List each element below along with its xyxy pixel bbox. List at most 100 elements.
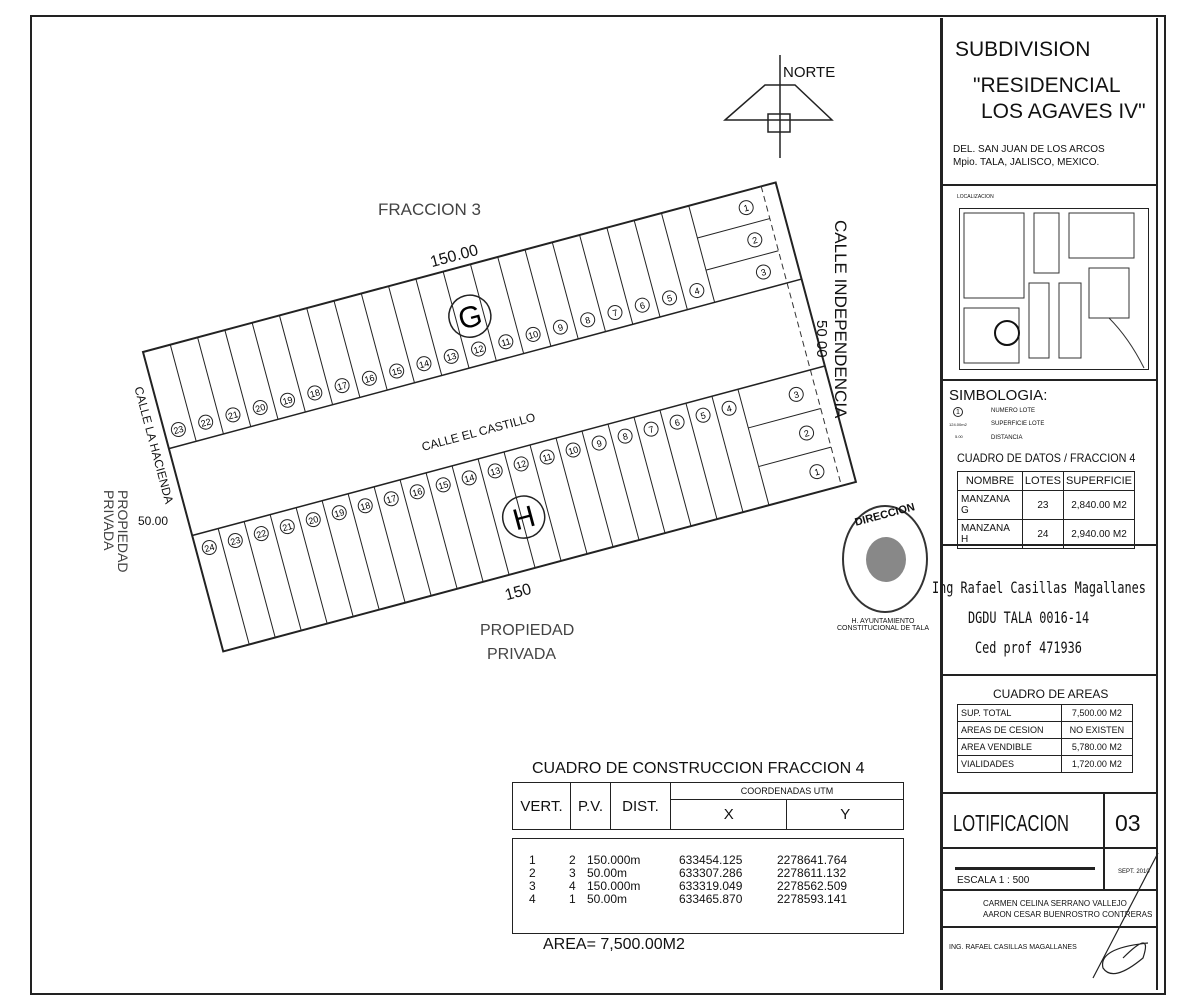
- construction-cell: 4: [569, 879, 576, 893]
- block-g-lot-number: 8: [584, 315, 591, 326]
- setback-line: [760, 186, 842, 486]
- designer-name: ING. RAFAEL CASILLAS MAGALLANES: [949, 944, 1077, 951]
- block-h-lot-number: 14: [463, 472, 475, 484]
- title-block: SUBDIVISION "RESIDENCIAL LOS AGAVES IV" …: [940, 18, 1159, 990]
- lot-line: [685, 403, 718, 520]
- lot-line: [555, 437, 588, 555]
- block-g-lot-circle-icon: [552, 319, 568, 335]
- table-cell: AREA VENDIBLE: [957, 738, 1062, 756]
- block-g-lot-circle-icon: [280, 392, 296, 408]
- block-h-lot-circle-icon: [591, 435, 607, 451]
- end-lot-number: 3: [760, 267, 767, 278]
- table-cell: 2,840.00 M2: [1062, 490, 1136, 520]
- block-h-circle-icon: [501, 495, 546, 539]
- block-g-lot-number: 22: [200, 417, 212, 429]
- block-g-lot-number: 10: [527, 329, 539, 341]
- block-g-lot-circle-icon: [198, 414, 214, 430]
- end-lot-circle-icon: [747, 232, 763, 248]
- table-cell: MANZANA H: [957, 519, 1023, 549]
- table-cell: 7,500.00 M2: [1060, 704, 1134, 722]
- construction-cell: 633465.870: [679, 892, 743, 906]
- block-g-lot-circle-icon: [170, 421, 186, 437]
- table-cell: SUP. TOTAL: [957, 704, 1062, 722]
- end-lot-number: 2: [803, 428, 810, 439]
- lot-line: [306, 308, 334, 405]
- block-h-lot-circle-icon: [357, 498, 373, 514]
- block-g-lot-circle-icon: [580, 312, 596, 328]
- lot-line: [697, 218, 770, 239]
- construction-cell: 1: [529, 853, 536, 867]
- lot-line: [415, 278, 443, 376]
- drawing-frame: [30, 15, 1166, 995]
- block-h-lot-number: 5: [699, 410, 706, 421]
- construction-cell: 150.000m: [587, 879, 641, 893]
- lot-line: [711, 396, 744, 513]
- lot-line: [469, 264, 497, 361]
- block-g-lot-circle-icon: [471, 341, 487, 357]
- lot-number-symbol-icon: 1: [953, 407, 963, 417]
- block-g-lot-circle-icon: [361, 370, 377, 386]
- lot-line: [388, 286, 415, 383]
- table-cell: MANZANA G: [957, 490, 1023, 520]
- lot-line: [529, 444, 562, 562]
- signature-line-1: Ing Rafael Casillas Magallanes: [932, 578, 1146, 597]
- end-lot-circle-icon: [755, 264, 771, 280]
- scale-bar-icon: [955, 867, 1095, 871]
- lot-line: [224, 329, 252, 427]
- block-h-lot-circle-icon: [279, 519, 295, 535]
- block-h-lot-number: 21: [281, 521, 293, 533]
- signature-scribble: [1092, 852, 1159, 979]
- sheet-section: LOTIFICACION 03: [943, 794, 1156, 849]
- construction-cell: 150.000m: [587, 853, 641, 867]
- right-street-label: CALLE INDEPENDENCIA: [831, 220, 850, 419]
- lot-line: [579, 234, 606, 332]
- construction-cell: 633319.049: [679, 879, 743, 893]
- block-g-lot-number: 14: [418, 358, 430, 370]
- signature-line-3: Ced prof 471936: [975, 638, 1082, 657]
- block-h-lot-circle-icon: [435, 477, 451, 493]
- block-h-lot-number: 22: [255, 528, 267, 540]
- lot-line: [243, 521, 276, 638]
- construction-cell: 50.00m: [587, 892, 628, 906]
- block-h-lot-number: 17: [385, 493, 397, 505]
- block-h-lot-circle-icon: [383, 491, 399, 507]
- lot-line: [197, 337, 224, 435]
- block-g-lot-number: 18: [309, 387, 321, 399]
- end-lot-number: 1: [813, 467, 820, 478]
- owners-section: CARMEN CELINA SERRANO VALLEJO AARON CESA…: [943, 891, 1156, 928]
- block-g-lot-number: 20: [254, 402, 266, 414]
- lot-line: [705, 250, 779, 271]
- block-h-lot-circle-icon: [461, 470, 477, 486]
- block-h-lot-number: 24: [203, 542, 215, 554]
- block-g-lot-number: 5: [666, 293, 673, 304]
- property-boundary: [141, 181, 858, 653]
- scale-section: ESCALA 1 : 500 SEPT. 2010: [943, 849, 1156, 891]
- right-length-label: 50.00: [813, 320, 830, 358]
- end-lot-number: 1: [743, 203, 750, 214]
- block-h-lot-circle-icon: [227, 533, 243, 549]
- block-h-lot-circle-icon: [513, 456, 529, 472]
- construction-cell: 633307.286: [679, 866, 743, 880]
- block-g-lot-circle-icon: [689, 283, 705, 299]
- lot-line: [217, 528, 250, 645]
- lot-line: [606, 227, 634, 325]
- construction-cell: 3: [529, 879, 536, 893]
- lot-line: [477, 458, 510, 575]
- block-g-lot-circle-icon: [334, 378, 350, 394]
- block-h-lot-circle-icon: [487, 463, 503, 479]
- lot-line: [633, 417, 666, 534]
- construction-cell: 1: [569, 892, 576, 906]
- block-g-lot-circle-icon: [662, 290, 678, 306]
- block-h-lot-number: 20: [307, 514, 319, 526]
- block-g-lot-number: 21: [227, 409, 239, 421]
- site-marker-icon: [994, 320, 1020, 346]
- construction-cell: 2: [569, 853, 576, 867]
- seal-emblem-icon: [866, 537, 906, 582]
- north-arrow-icon: [723, 55, 834, 158]
- construction-table-title: CUADRO DE CONSTRUCCION FRACCION 4: [532, 760, 865, 777]
- north-label: NORTE: [783, 64, 836, 81]
- lot-line: [442, 271, 470, 369]
- signature-line-2: DGDU TALA 0016-14: [968, 608, 1090, 627]
